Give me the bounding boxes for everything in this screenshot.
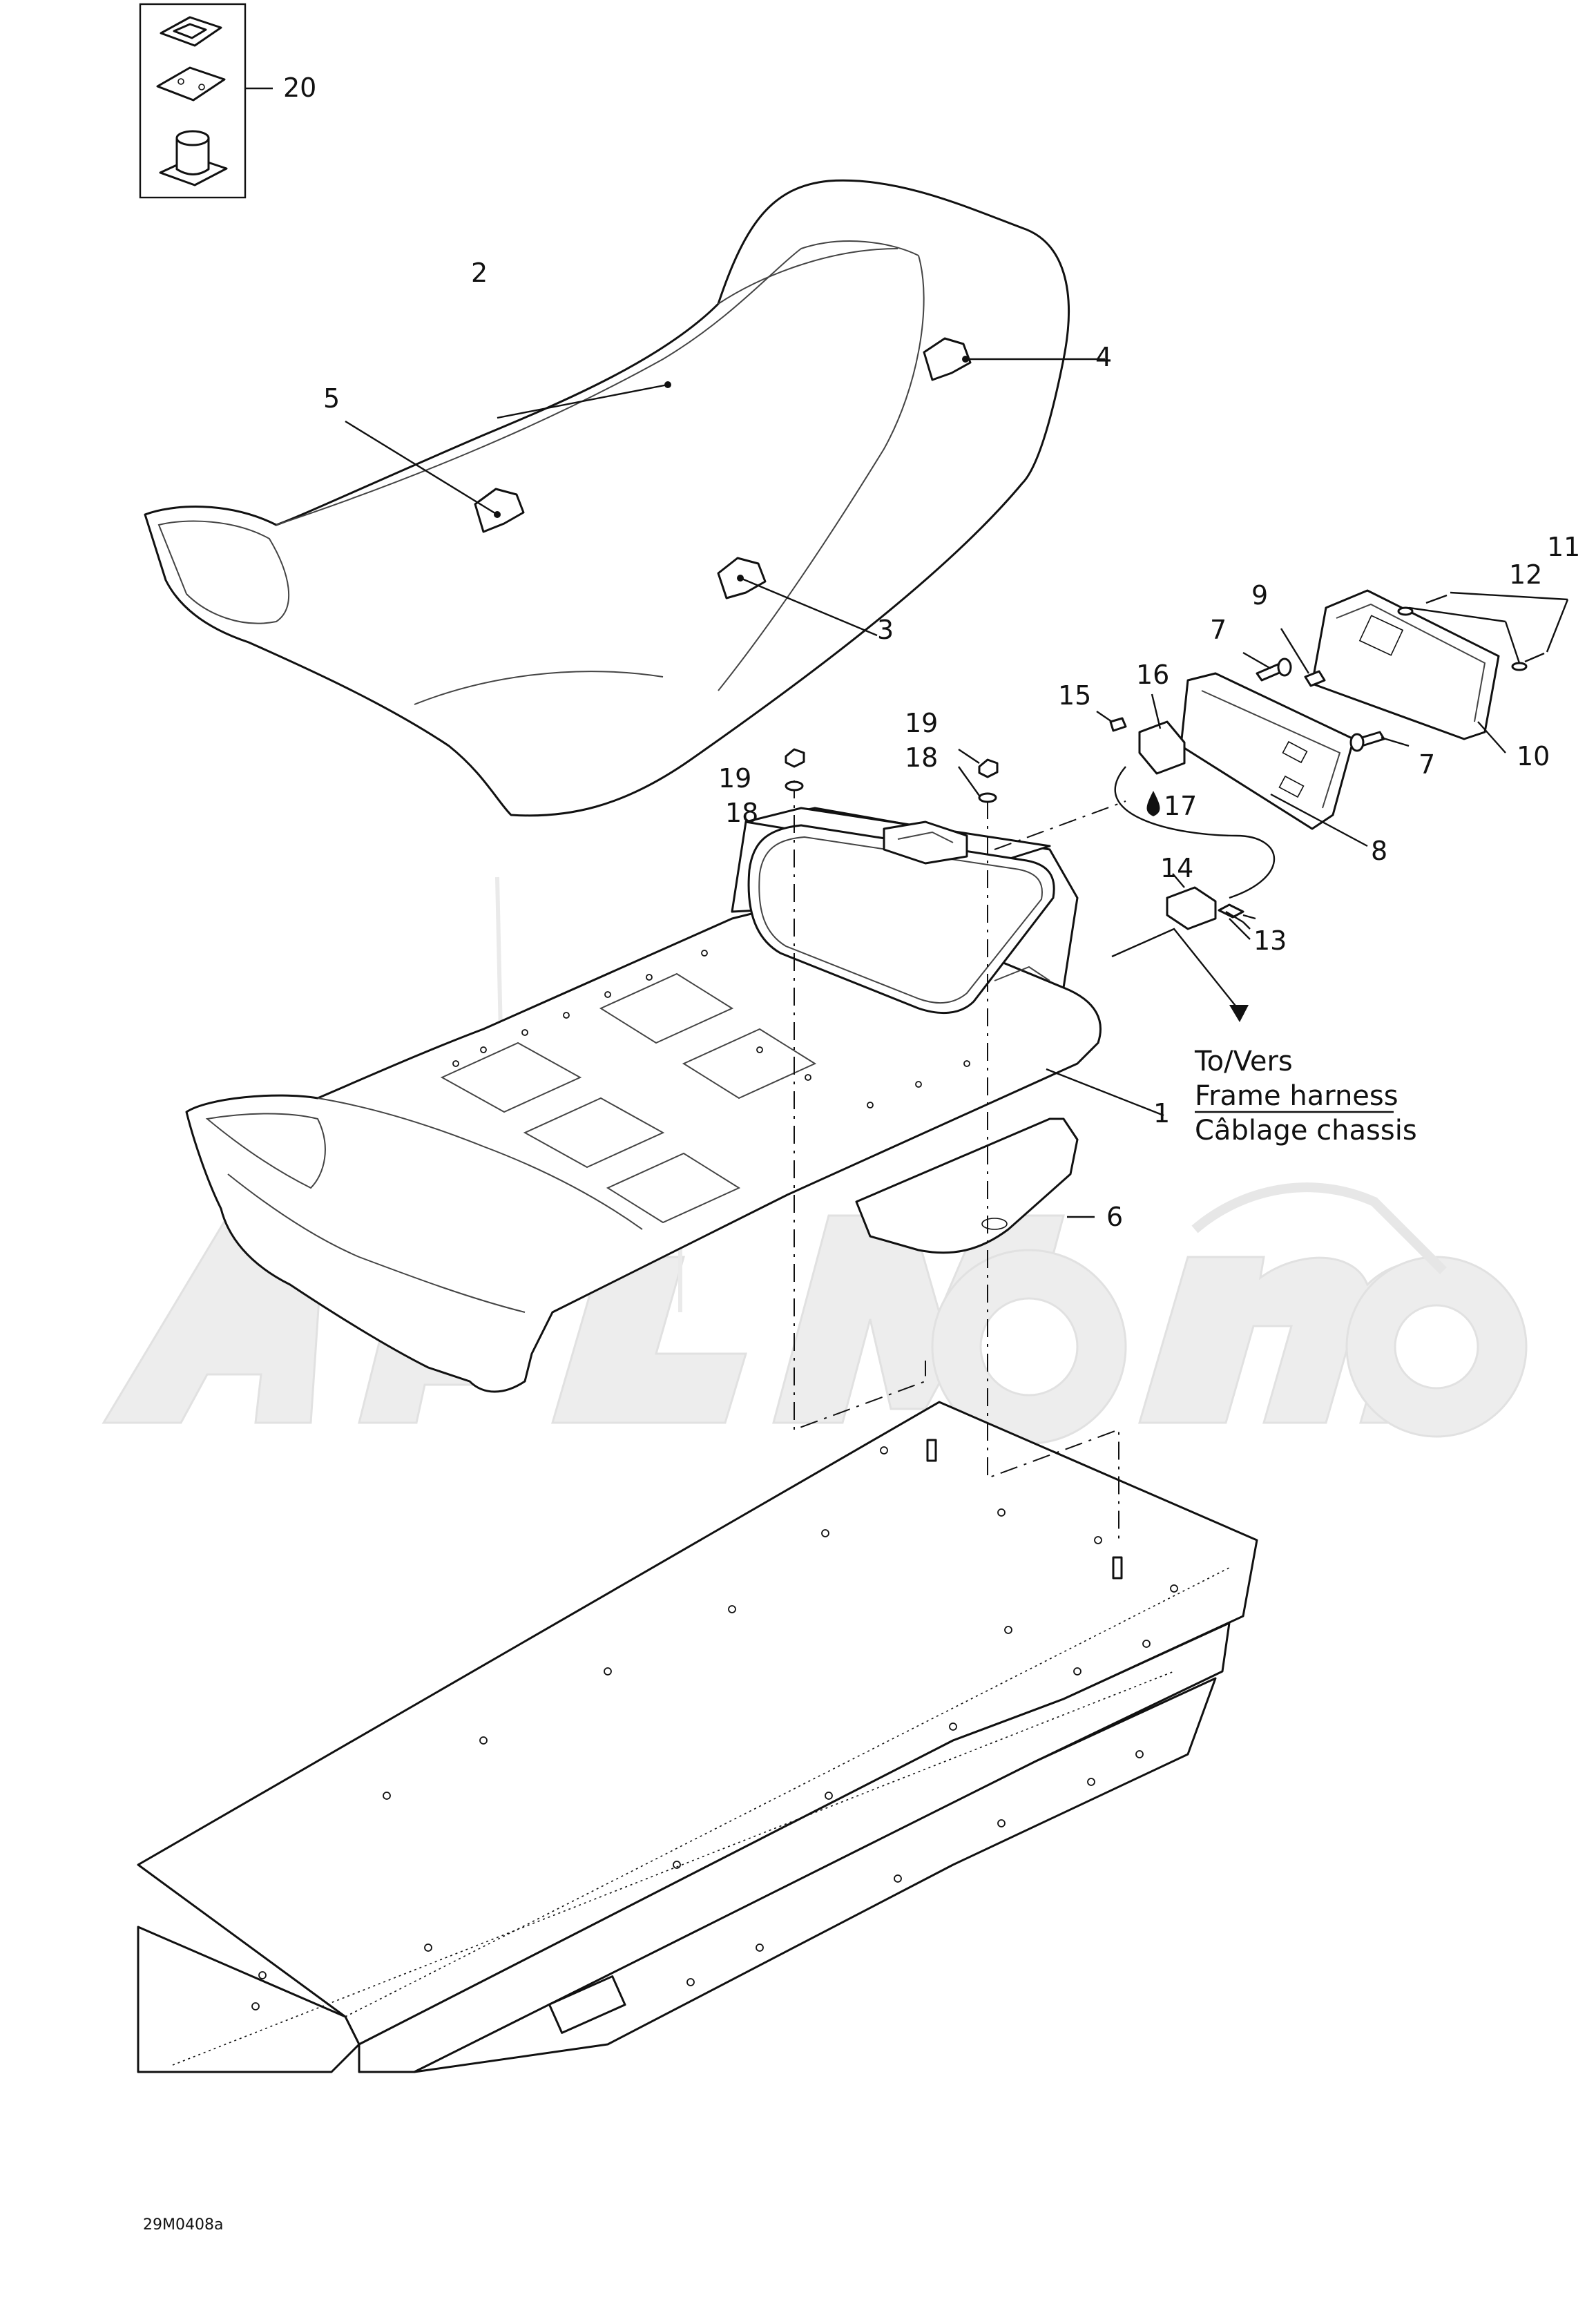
harness-note-line2: Frame harness <box>1195 1080 1398 1112</box>
drawing-code: 29M0408a <box>143 2216 223 2234</box>
fasteners-18-19 <box>785 748 999 803</box>
callout-1: 1 <box>1153 1098 1170 1129</box>
callout-10: 10 <box>1517 741 1550 771</box>
callout-7b: 7 <box>1419 749 1435 780</box>
harness-note-line3: Câblage chassis <box>1195 1115 1417 1146</box>
callout-16: 16 <box>1136 660 1169 690</box>
callout-18a: 18 <box>725 798 758 828</box>
callout-8: 8 <box>1371 836 1387 866</box>
harness-note-line1: To/Vers <box>1194 1046 1293 1077</box>
callout-6: 6 <box>1106 1202 1123 1232</box>
callout-14: 14 <box>1160 853 1193 883</box>
callout-13: 13 <box>1253 925 1287 956</box>
harness-note: To/Vers Frame harness Câblage chassis <box>1194 1046 1417 1146</box>
callout-17: 17 <box>1164 791 1197 821</box>
callout-12: 12 <box>1509 559 1542 590</box>
chassis-tunnel <box>137 1401 1258 2073</box>
callout-11: 11 <box>1547 532 1580 562</box>
part-20-inset <box>139 3 273 199</box>
callout-2: 2 <box>471 258 488 288</box>
callout-20: 20 <box>283 73 316 103</box>
seat-base <box>185 807 1164 1393</box>
seat <box>144 179 1105 817</box>
alignment-lines <box>794 780 1126 1540</box>
tail-light-assembly <box>1096 589 1569 1022</box>
callout-5: 5 <box>323 383 340 414</box>
callout-15: 15 <box>1058 680 1091 711</box>
callout-18b: 18 <box>905 742 938 773</box>
callout-3: 3 <box>877 615 894 645</box>
callout-19a: 19 <box>718 763 751 794</box>
callout-19b: 19 <box>905 708 938 738</box>
callout-7a: 7 <box>1210 615 1227 645</box>
callout-9: 9 <box>1251 580 1268 611</box>
callout-4: 4 <box>1095 342 1112 372</box>
callout-labels: 1 2 3 4 5 6 7 7 8 9 10 11 12 13 14 15 16… <box>283 73 1580 1232</box>
